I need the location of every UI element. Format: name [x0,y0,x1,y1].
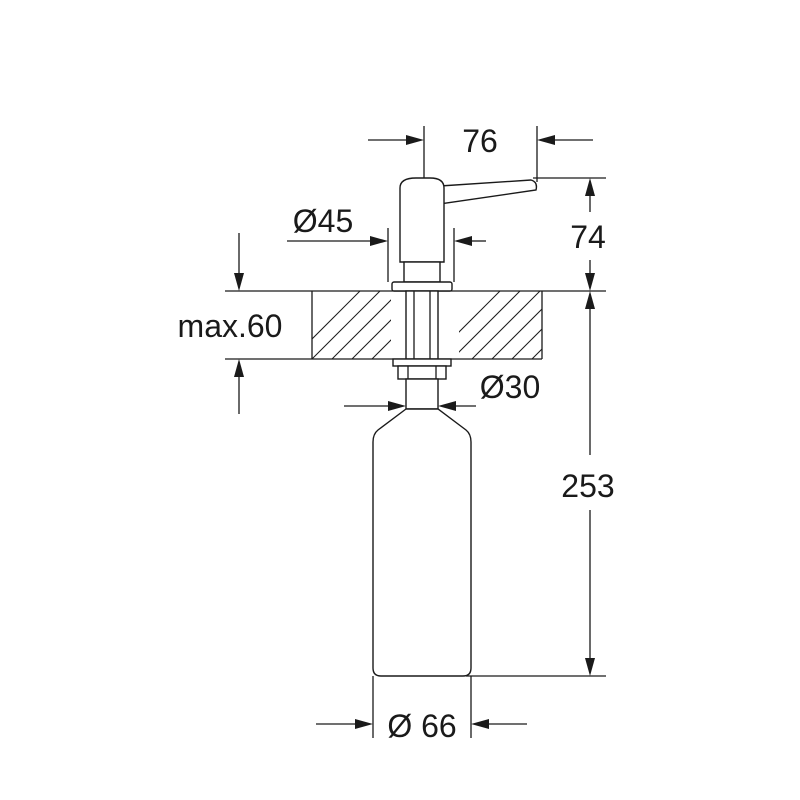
flange [391,281,453,292]
pump-lever [439,179,538,205]
dim-45-arrow-left [370,236,388,246]
dim-60-arrow-top [234,273,244,291]
countertop-hatch-right [459,291,542,359]
dim-30-arrow-right [438,401,456,411]
dim-diameter-66: Ø 66 [316,676,527,744]
dispenser [372,177,538,677]
dim-66-arrow-left [355,719,373,729]
dim-74-arrow-bottom [585,273,595,291]
dim-74-label: 74 [570,219,606,255]
dim-74: 74 [533,177,606,291]
shank [405,290,439,360]
collar [403,261,441,283]
dim-76-arrow-right [537,135,555,145]
dim-253: 253 [466,291,615,677]
dim-66-arrow-right [471,719,489,729]
dim-74-arrow-top [585,178,595,196]
dim-66-label: Ø 66 [387,708,456,744]
dim-max-60-label: max.60 [178,308,283,344]
dim-45-arrow-right [454,236,472,246]
dim-30-arrow-left [388,401,406,411]
bottle [372,408,472,677]
dim-76-label: 76 [462,123,498,159]
nut [397,365,447,380]
dim-diameter-30: Ø30 [344,369,540,411]
dim-253-label: 253 [561,468,614,504]
dim-30-label: Ø30 [480,369,540,405]
dim-diameter-45: Ø45 [287,203,486,282]
dim-253-arrow-top [585,291,595,309]
dim-45-label: Ø45 [293,203,353,239]
pump-head [399,177,445,263]
bottle-neck [405,378,439,410]
dim-76-arrow-left [406,135,424,145]
dim-76: 76 [368,123,593,182]
countertop-hatch-left [312,291,391,359]
dim-60-arrow-bottom [234,359,244,377]
washer [392,358,452,367]
dim-253-arrow-bottom [585,658,595,676]
dim-max-60: max.60 [178,233,283,414]
